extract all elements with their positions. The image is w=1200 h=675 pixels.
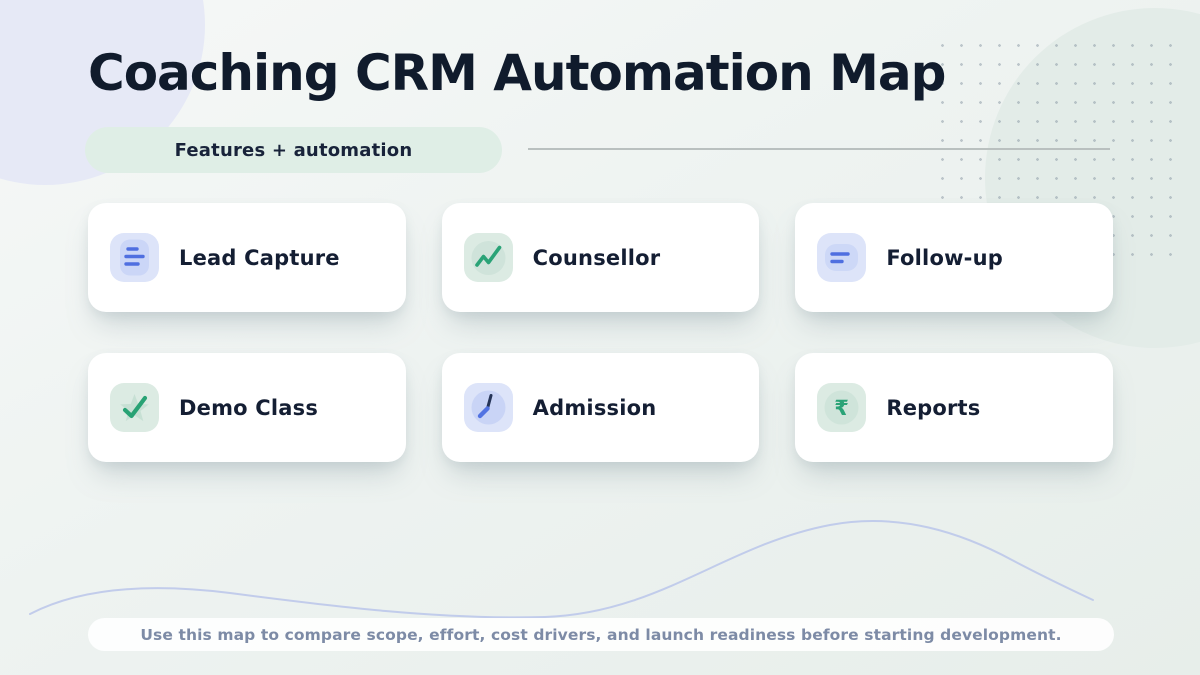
feature-card-grid: Lead Capture Counsellor Follow-up [88, 203, 1113, 462]
card-follow-up: Follow-up [795, 203, 1113, 312]
trend-up-icon [463, 233, 513, 282]
card-admission: Admission [441, 353, 760, 462]
divider-line [528, 148, 1110, 150]
list-lines-icon [817, 233, 867, 282]
card-demo-class: Demo Class [88, 353, 406, 462]
features-badge-label: Features + automation [174, 139, 413, 161]
features-badge: Features + automation [85, 127, 502, 173]
rupee-symbol: ₹ [835, 396, 850, 420]
page-title: Coaching CRM Automation Map [88, 44, 946, 102]
card-lead-capture: Lead Capture [88, 203, 406, 312]
rupee-icon: ₹ [817, 383, 867, 432]
card-reports: ₹ Reports [795, 353, 1113, 462]
card-counsellor: Counsellor [441, 203, 760, 312]
card-label: Reports [886, 395, 981, 420]
card-label: Admission [532, 395, 657, 420]
document-lines-icon [110, 233, 159, 282]
clock-icon [463, 383, 513, 432]
card-label: Counsellor [532, 245, 661, 270]
card-label: Lead Capture [179, 245, 340, 270]
footer-note-pill: Use this map to compare scope, effort, c… [88, 618, 1114, 651]
star-check-icon [110, 383, 159, 432]
card-label: Demo Class [179, 395, 319, 420]
footer-note: Use this map to compare scope, effort, c… [140, 625, 1062, 644]
card-label: Follow-up [886, 245, 1003, 270]
